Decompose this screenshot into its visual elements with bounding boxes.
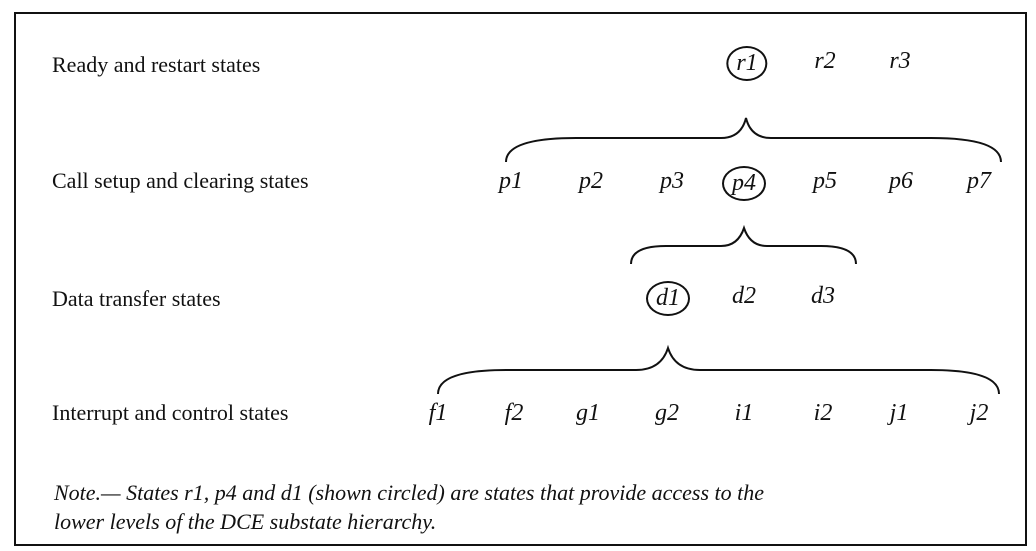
- state-p2: p2: [579, 168, 603, 194]
- state-r2: r2: [814, 48, 836, 74]
- state-g2: g2: [655, 400, 679, 426]
- state-r3: r3: [889, 48, 911, 74]
- state-f1: f1: [428, 400, 448, 426]
- state-p1: p1: [499, 168, 523, 194]
- state-j2: j2: [969, 400, 989, 426]
- state-g1: g1: [576, 400, 600, 426]
- state-f2: f2: [504, 400, 524, 426]
- hierarchy-braces: [437, 117, 1002, 395]
- brace-call-to-data: [630, 224, 857, 265]
- state-d3: d3: [811, 283, 835, 309]
- state-p4: p4: [722, 166, 766, 201]
- state-r1: r1: [726, 46, 768, 81]
- state-p6: p6: [889, 168, 913, 194]
- state-i2: i2: [813, 400, 833, 426]
- ready-restart-label: Ready and restart states: [52, 52, 261, 77]
- note-line-2: lower levels of the DCE substate hierarc…: [54, 509, 437, 534]
- state-i1: i1: [734, 400, 754, 426]
- note-line-1: Note.— States r1, p4 and d1 (shown circl…: [54, 480, 765, 505]
- state-j1: j1: [889, 400, 909, 426]
- data-transfer-label: Data transfer states: [52, 286, 221, 311]
- state-d1: d1: [646, 281, 690, 316]
- state-d2: d2: [732, 283, 756, 309]
- note-text: Note.— States r1, p4 and d1 (shown circl…: [54, 478, 994, 536]
- diagram-frame: Ready and restart states r1 r2 r3 Call s…: [14, 12, 1027, 546]
- state-p3: p3: [660, 168, 684, 194]
- state-p7: p7: [967, 168, 991, 194]
- call-setup-label: Call setup and clearing states: [52, 168, 309, 193]
- brace-ready-to-call: [505, 117, 1002, 163]
- interrupt-control-label: Interrupt and control states: [52, 400, 289, 425]
- state-p5: p5: [813, 168, 837, 194]
- brace-data-to-interrupt: [437, 344, 1000, 395]
